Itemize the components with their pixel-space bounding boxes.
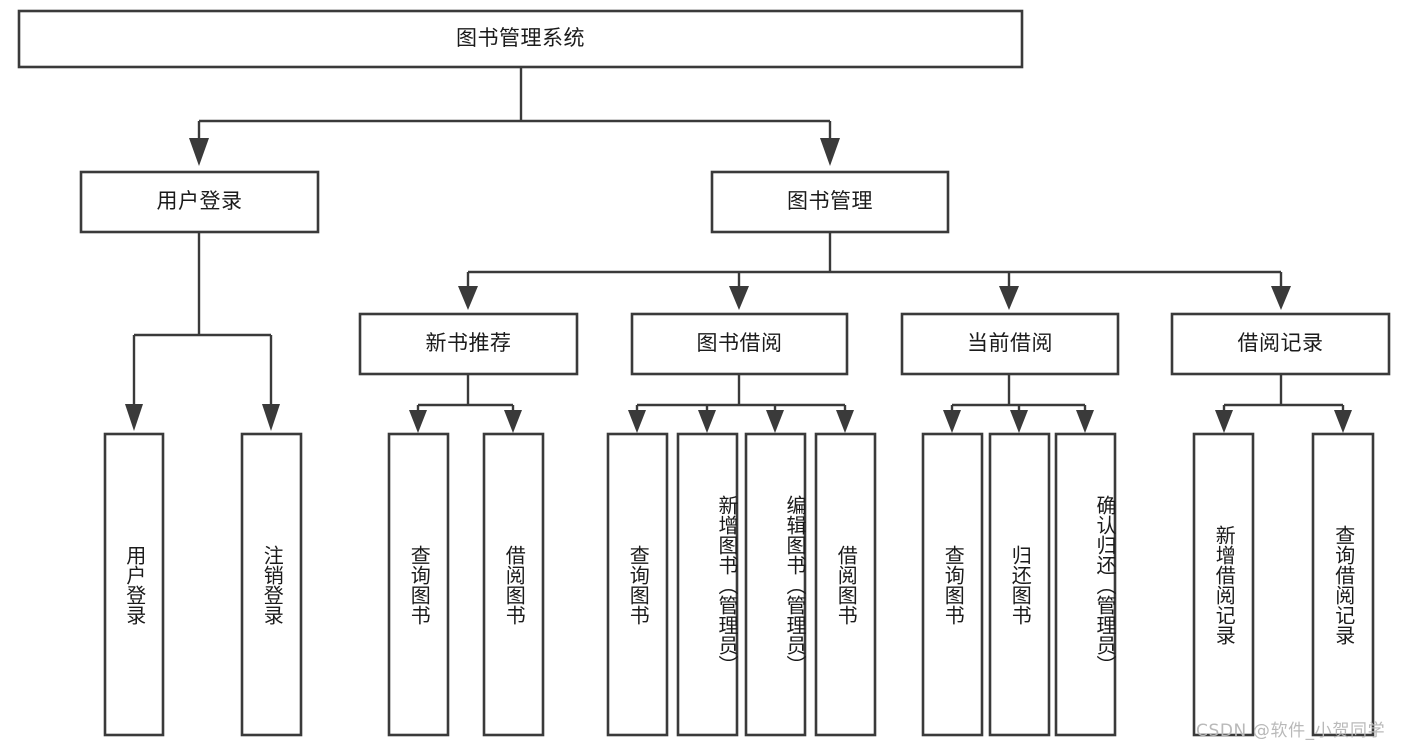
arrow-head-icon-new-book-recommend — [458, 286, 478, 310]
arrow-head-icon-leaf-user-login — [125, 404, 143, 431]
node-box-leaf-confirm-return[interactable] — [1054, 432, 1117, 737]
arrow-head-icon-leaf-query-book-1 — [409, 410, 427, 433]
node-box-book-manage[interactable] — [710, 170, 950, 234]
node-box-user-login[interactable] — [79, 170, 320, 234]
node-box-leaf-borrow-book-2[interactable] — [814, 432, 877, 737]
arrow-head-icon-leaf-logout — [262, 404, 280, 431]
node-box-leaf-user-login[interactable] — [103, 432, 165, 737]
arrow-head-icon-leaf-add-record — [1215, 410, 1233, 433]
arrow-head-icon-leaf-borrow-book-1 — [504, 410, 522, 433]
node-box-leaf-edit-book[interactable] — [744, 432, 807, 737]
arrow-head-icon-leaf-confirm-return — [1076, 410, 1094, 433]
arrow-head-icon-leaf-borrow-book-2 — [836, 410, 854, 433]
node-box-new-book-recommend[interactable] — [358, 312, 579, 376]
arrow-head-icon-leaf-query-book-2 — [628, 410, 646, 433]
arrow-head-icon-leaf-return-book — [1010, 410, 1028, 433]
node-box-leaf-logout[interactable] — [240, 432, 303, 737]
node-box-leaf-return-book[interactable] — [988, 432, 1051, 737]
arrow-head-icon-book-manage — [820, 138, 840, 166]
arrow-head-icon-leaf-edit-book — [766, 410, 784, 433]
node-box-book-borrow[interactable] — [630, 312, 849, 376]
node-box-leaf-query-book-2[interactable] — [606, 432, 669, 737]
arrow-head-icon-leaf-add-book — [698, 410, 716, 433]
arrow-head-icon-user-login — [189, 138, 209, 166]
node-box-leaf-borrow-book-1[interactable] — [482, 432, 545, 737]
node-box-leaf-query-book-1[interactable] — [387, 432, 450, 737]
arrow-head-icon-current-borrow — [999, 286, 1019, 310]
node-box-leaf-add-book[interactable] — [676, 432, 739, 737]
arrow-head-icon-leaf-query-record — [1334, 410, 1352, 433]
node-box-leaf-query-record[interactable] — [1311, 432, 1375, 737]
arrow-head-icon-book-borrow — [729, 286, 749, 310]
node-box-leaf-query-book-3[interactable] — [921, 432, 984, 737]
node-box-borrow-record[interactable] — [1170, 312, 1391, 376]
arrow-head-icon-leaf-query-book-3 — [943, 410, 961, 433]
arrow-head-icon-borrow-record — [1271, 286, 1291, 310]
node-box-root[interactable] — [17, 9, 1024, 69]
node-box-leaf-add-record[interactable] — [1192, 432, 1255, 737]
node-box-current-borrow[interactable] — [900, 312, 1120, 376]
